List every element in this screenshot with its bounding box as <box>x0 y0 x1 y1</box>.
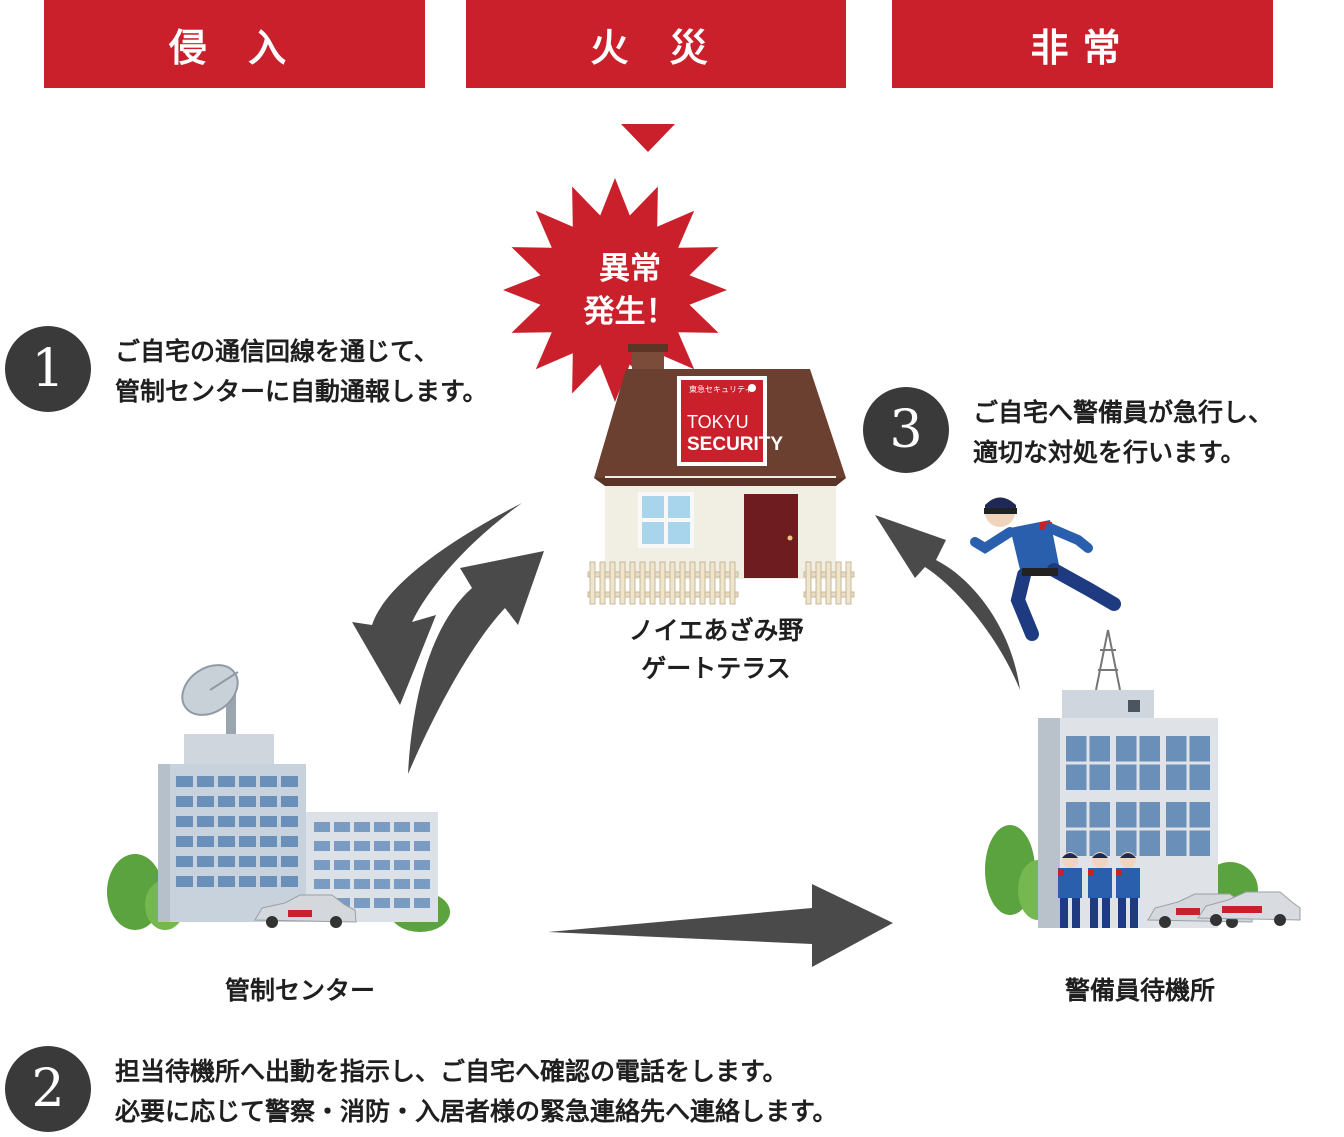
down-triangle-icon <box>621 124 675 152</box>
alert-line2: 発生！ <box>583 294 677 330</box>
house-label-line1: ノイエあざみ野 <box>628 616 804 645</box>
house-label-line2: ゲートテラス <box>641 654 791 683</box>
alert-text: 異常 発生！ <box>560 248 700 334</box>
step-2-number: 2 <box>5 1046 91 1132</box>
step-3-number: 3 <box>863 387 949 473</box>
tab-emergency: 非常 <box>892 0 1273 88</box>
step-3-line1: ご自宅へ警備員が急行し、 <box>973 398 1274 427</box>
arrow-station-to-house <box>875 515 1020 690</box>
step-3-line2: 適切な対処を行います。 <box>973 438 1246 467</box>
house-illustration: 東急セキュリティ TOKYU SECURITY <box>587 344 855 605</box>
step-2-text: 担当待機所へ出動を指示し、ご自宅へ確認の電話をします。 必要に応じて警察・消防・… <box>115 1052 838 1132</box>
alert-starburst <box>503 178 727 402</box>
control-center-label: 管制センター <box>224 976 375 1005</box>
step-1-line1: ご自宅の通信回線を通じて、 <box>115 337 439 366</box>
step-1-line2: 管制センターに自動通報します。 <box>115 377 488 406</box>
running-guard-illustration <box>970 497 1121 641</box>
step-2-line2: 必要に応じて警察・消防・入居者様の緊急連絡先へ連絡します。 <box>115 1097 838 1126</box>
step-2-line1: 担当待機所へ出動を指示し、ご自宅へ確認の電話をします。 <box>115 1057 788 1086</box>
tab-intrusion: 侵 入 <box>44 0 425 88</box>
arrow-center-to-station <box>548 884 893 967</box>
sign-line1: TOKYU <box>687 412 749 432</box>
control-center-illustration <box>107 664 450 932</box>
step-3-text: ご自宅へ警備員が急行し、 適切な対処を行います。 <box>973 393 1273 473</box>
sign-line2: SECURITY <box>687 434 783 455</box>
guard-station-illustration <box>985 629 1301 928</box>
arrow-house-to-center <box>352 503 522 705</box>
guard-station-label: 警備員待機所 <box>1064 976 1215 1005</box>
sign-small-text: 東急セキュリティ <box>689 384 753 394</box>
flow-arrows <box>352 503 1020 967</box>
alert-line1: 異常 <box>599 251 661 287</box>
step-1-number: 1 <box>5 326 91 412</box>
house-label: ノイエあざみ野 ゲートテラス <box>600 612 832 688</box>
arrow-center-to-house <box>408 551 544 774</box>
step-1-text: ご自宅の通信回線を通じて、 管制センターに自動通報します。 <box>115 332 488 412</box>
tab-fire: 火 災 <box>466 0 846 88</box>
